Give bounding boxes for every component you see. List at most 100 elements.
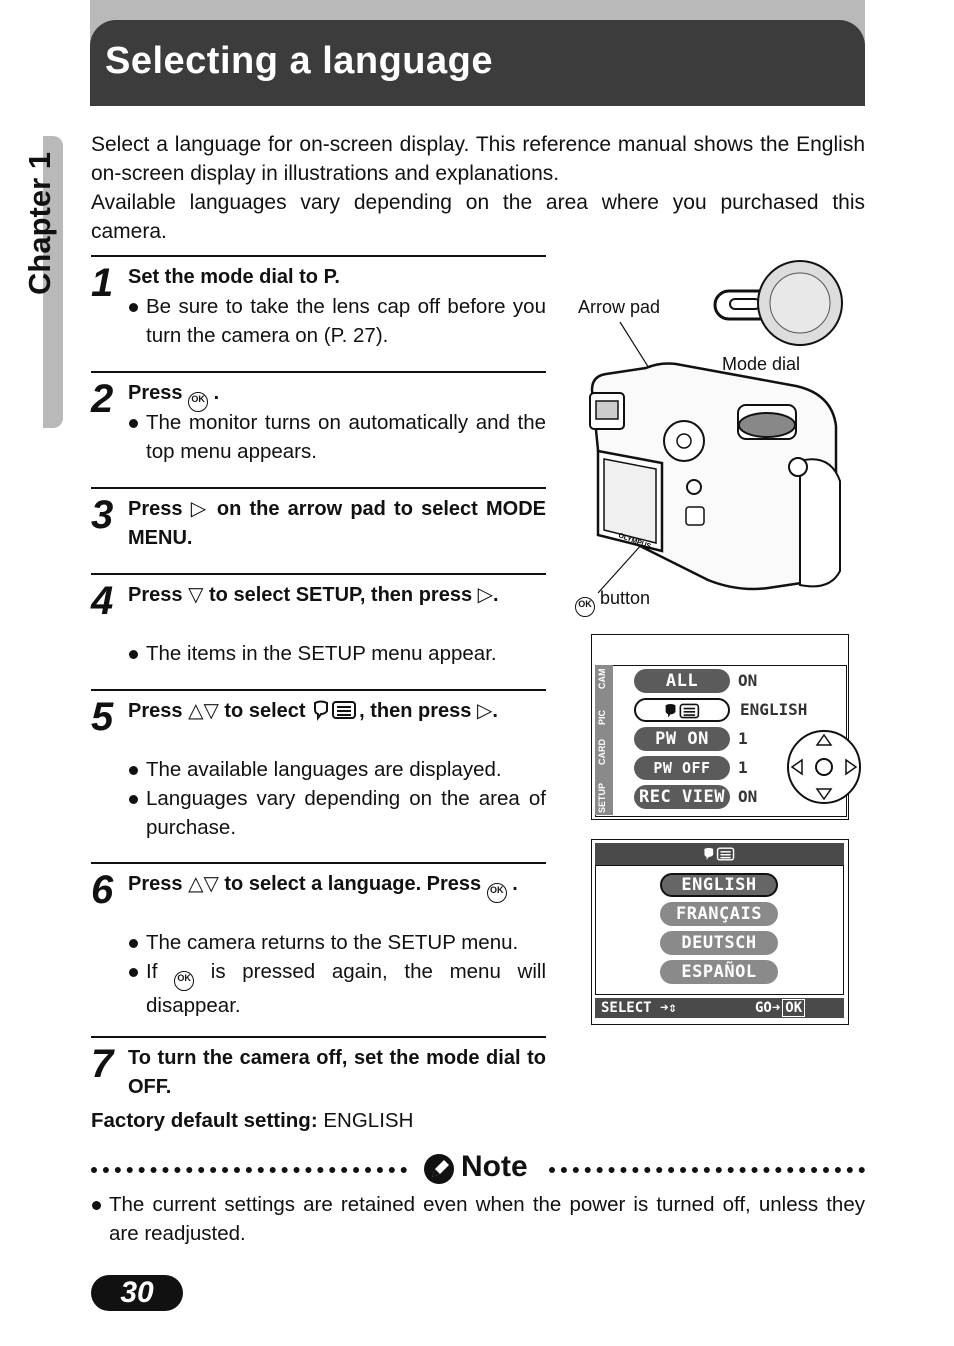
step-title-text: , then press <box>359 700 472 722</box>
menu-item-language[interactable] <box>634 698 730 722</box>
step-bullet: The items in the SETUP menu appear. <box>128 639 546 668</box>
language-option-francais[interactable]: FRANÇAIS <box>660 902 778 926</box>
tab-setup: SETUP <box>597 782 607 813</box>
page-title: Selecting a language <box>105 40 493 82</box>
right-arrow-icon: ▷ <box>476 700 493 722</box>
step-title: To turn the camera off, set the mode dia… <box>128 1047 546 1098</box>
tab-pic: PIC <box>597 709 607 725</box>
chapter-label-wrap: Chapter 1 <box>22 152 62 455</box>
footer-go-label: GO➜OK <box>755 998 806 1018</box>
step-3: 3 Press ▷ on the arrow pad to select MOD… <box>91 487 546 574</box>
bullet-text: If <box>146 960 158 983</box>
step-bullet: If OK is pressed again, the menu will di… <box>128 957 546 1020</box>
language-menu-footer: SELECT ➜⇕ GO➜OK <box>595 998 844 1018</box>
bullet-text: is pressed again, the menu will disappea… <box>146 960 546 1017</box>
menu-item-rec-view[interactable]: REC VIEW <box>634 785 730 809</box>
tab-cam: CAM <box>597 668 607 690</box>
step-number: 3 <box>91 493 114 537</box>
setup-menu-screen: CAM PIC CARD SETUP ALL RESET ON ENGLISH … <box>591 634 861 820</box>
step-number: 1 <box>91 261 114 305</box>
menu-value: 1 <box>738 729 748 748</box>
language-menu-icon <box>665 703 700 719</box>
step-title-text: to select SETUP, then press <box>209 584 473 606</box>
step-title-text: Press <box>128 498 183 520</box>
intro-text: Select a language for on-screen display.… <box>91 130 865 246</box>
chapter-tab <box>43 136 63 428</box>
step-title-text: . <box>492 700 498 722</box>
title-bar: Selecting a language <box>90 0 865 106</box>
down-arrow-icon: ▽ <box>188 584 204 606</box>
language-menu-icon <box>314 700 357 721</box>
language-option-espanol[interactable]: ESPAÑOL <box>660 960 778 984</box>
language-option-deutsch[interactable]: DEUTSCH <box>660 931 778 955</box>
dotted-rule <box>91 1167 407 1173</box>
note-bullet: The current settings are retained even w… <box>91 1190 865 1248</box>
step-title: Press △▽ to select a language. Press OK … <box>128 870 546 903</box>
step-title: Press OK . <box>128 379 546 412</box>
step-1: 1 Set the mode dial to P. Be sure to tak… <box>91 255 546 372</box>
step-title-text: on the arrow pad to select MODE MENU. <box>128 498 546 549</box>
ok-button-icon: OK <box>486 883 507 903</box>
step-title: Press △▽ to select , then press ▷. <box>128 697 546 726</box>
menu-item-pw-on-setup[interactable]: PW ON SETUP <box>634 727 730 773</box>
step-number: 2 <box>91 377 114 421</box>
menu-item-pw-off-setup[interactable]: PW OFF SETUP <box>634 756 730 801</box>
step-title-text: Press <box>128 584 183 606</box>
step-4: 4 Press ▽ to select SETUP, then press ▷.… <box>91 573 546 690</box>
camera-illustration: OLYMPUS <box>589 260 843 594</box>
right-arrow-icon: ▷ <box>190 498 209 520</box>
step-2: 2 Press OK . The monitor turns on automa… <box>91 371 546 488</box>
note-body: The current settings are retained even w… <box>91 1190 865 1248</box>
up-down-arrow-icon: △▽ <box>188 700 219 722</box>
step-title-text: Press <box>128 382 183 404</box>
ok-button-icon: OK <box>174 971 195 991</box>
mode-dial-caption: Mode dial <box>722 354 801 374</box>
step-title: Press ▽ to select SETUP, then press ▷. <box>128 581 546 610</box>
ok-button-caption: OK button <box>575 588 650 617</box>
step-number: 7 <box>91 1042 114 1086</box>
note-header: Note <box>91 1150 865 1190</box>
step-number: 5 <box>91 695 114 739</box>
intro-paragraph: Select a language for on-screen display.… <box>91 133 865 185</box>
step-7: 7 To turn the camera off, set the mode d… <box>91 1036 546 1108</box>
step-title-text: Press <box>128 873 183 895</box>
right-arrow-icon: ▷ <box>477 584 494 606</box>
page-number: 30 <box>91 1275 183 1311</box>
step-bullet: Languages vary depending on the area of … <box>128 784 546 842</box>
language-list-frame <box>595 865 844 995</box>
menu-value: ON <box>738 671 758 690</box>
step-bullet: The camera returns to the SETUP menu. <box>128 928 546 957</box>
mode-dial-inset <box>713 260 843 346</box>
factory-default: Factory default setting: ENGLISH <box>91 1109 413 1133</box>
menu-value: ON <box>738 787 758 806</box>
caption-text: button <box>600 588 651 608</box>
footer-select-label: SELECT ➜⇕ <box>601 1000 677 1016</box>
dotted-rule <box>549 1167 865 1173</box>
up-down-arrow-icon: △▽ <box>188 873 219 895</box>
step-title: Set the mode dial to P. <box>128 266 340 288</box>
arrow-pad-icon <box>787 730 861 804</box>
step-title-text: . <box>512 873 518 895</box>
step-title-text: . <box>213 382 220 404</box>
step-title-text: to select a language. Press <box>224 873 482 895</box>
ok-button-icon: OK <box>575 597 595 617</box>
language-menu-icon <box>704 847 735 861</box>
step-title-text: to select <box>224 700 306 722</box>
step-title: Press ▷ on the arrow pad to select MODE … <box>128 495 546 553</box>
step-5: 5 Press △▽ to select , then press ▷. The… <box>91 689 546 863</box>
intro-paragraph: Available languages vary depending on th… <box>91 191 865 243</box>
step-number: 4 <box>91 579 114 623</box>
arrow-pad-caption: Arrow pad <box>578 297 661 317</box>
language-option-english[interactable]: ENGLISH <box>660 873 778 897</box>
tab-card: CARD <box>597 739 607 765</box>
chapter-label: Chapter 1 <box>22 152 57 295</box>
menu-item-all-reset[interactable]: ALL RESET <box>634 669 730 715</box>
setup-menu-tabs: CAM PIC CARD SETUP <box>595 665 613 815</box>
step-bullet: The monitor turns on automatically and t… <box>128 408 546 466</box>
footer-ok-label: OK <box>782 999 806 1017</box>
step-6: 6 Press △▽ to select a language. Press O… <box>91 862 546 1037</box>
step-title-text: Press <box>128 700 183 722</box>
menu-value: 1 <box>738 758 748 777</box>
camera-body <box>589 362 841 591</box>
factory-default-value: ENGLISH <box>323 1109 414 1132</box>
